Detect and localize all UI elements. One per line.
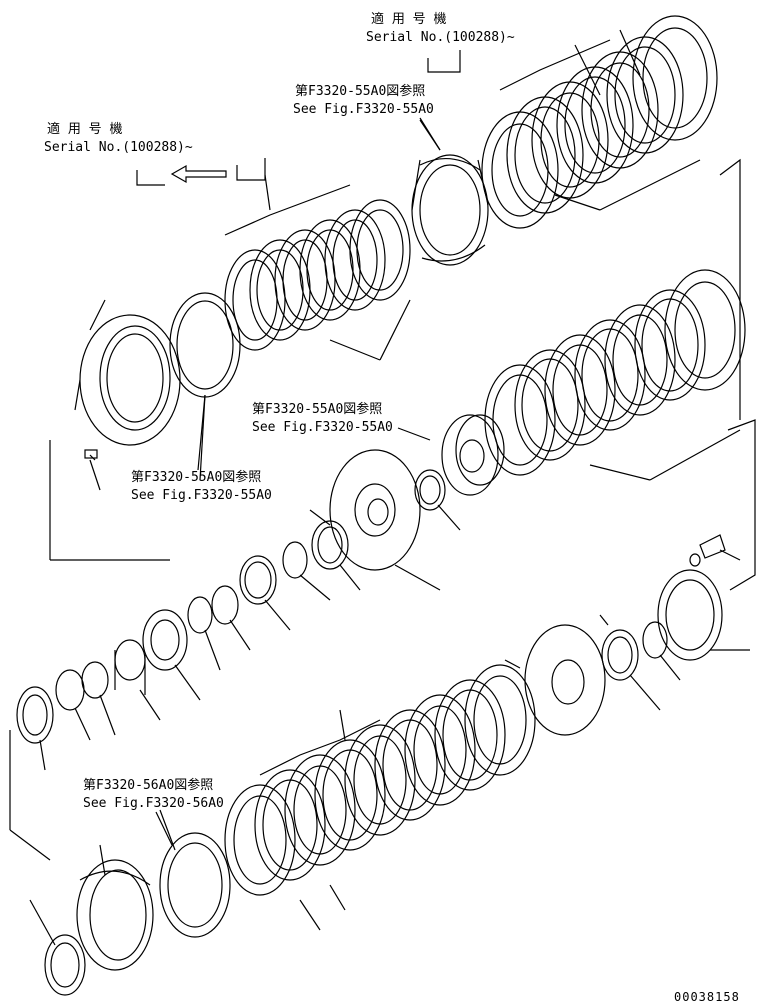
serial-note-left-jp: 適 用 号 機	[47, 122, 123, 137]
ref-note-left-jp: 第F3320-55A0図参照	[131, 470, 262, 485]
ref-note-top-jp: 第F3320-55A0図参照	[295, 84, 426, 99]
serial-note-left-en: Serial No.(100288)~	[44, 140, 193, 155]
housing-lower-left	[29, 844, 154, 996]
ref-note-middle-en: See Fig.F3320-55A0	[252, 420, 393, 435]
clutch-drum-top	[411, 119, 489, 266]
clutch-pack-upper-left	[224, 174, 411, 361]
serial-bracket-top	[427, 50, 461, 73]
clutch-pack-top-right	[481, 15, 718, 229]
carrier-disc-center	[239, 449, 441, 631]
drawing-number: 00038158	[674, 990, 740, 1004]
ref-note-top-en: See Fig.F3320-55A0	[293, 102, 434, 117]
small-parts-left-middle	[9, 585, 251, 861]
clutch-pack-middle-right	[484, 158, 746, 481]
hub-middle	[414, 414, 505, 531]
clutch-drum-lower	[159, 809, 231, 938]
serial-note-top-right-jp: 適 用 号 機	[371, 12, 447, 27]
housing-left	[49, 299, 181, 561]
ref-note-left-en: See Fig.F3320-55A0	[131, 488, 272, 503]
clutch-pack-lower	[224, 664, 536, 931]
ref-note-bottom-en: See Fig.F3320-56A0	[83, 796, 224, 811]
ref-leaders	[155, 117, 441, 846]
ref-note-middle-jp: 第F3320-55A0図参照	[252, 402, 383, 417]
seal-ring-left	[169, 292, 241, 481]
carrier-disc-right-lower	[504, 419, 756, 736]
serial-note-top-right-en: Serial No.(100288)~	[366, 30, 515, 45]
serial-arrow-left	[136, 158, 266, 186]
ref-note-bottom-jp: 第F3320-56A0図参照	[83, 778, 214, 793]
